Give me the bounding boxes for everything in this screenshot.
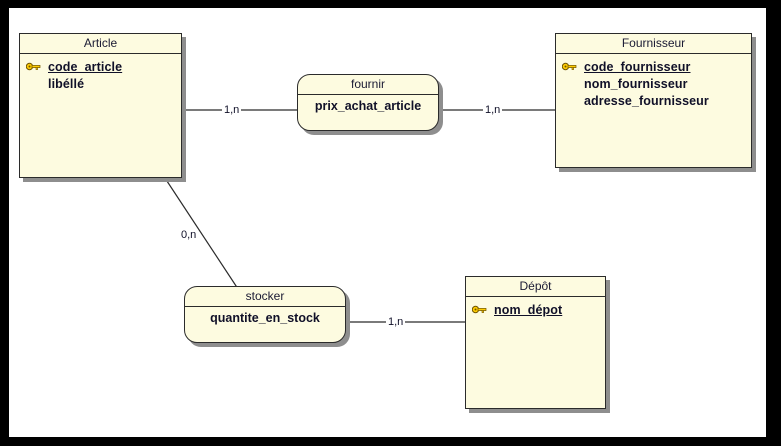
attribute-label: adresse_fournisseur bbox=[584, 93, 709, 108]
link-article-stocker bbox=[160, 171, 243, 296]
key-icon bbox=[472, 305, 494, 314]
entity-title-fournisseur: Fournisseur bbox=[556, 34, 751, 54]
entity-body-fournisseur: code_fournisseur nom_fournisseur adresse… bbox=[556, 54, 751, 109]
attribute-row[interactable]: nom_dépot bbox=[466, 301, 605, 318]
attribute-label: code_article bbox=[48, 59, 123, 74]
cardinality-fournir-fournisseur: 1,n bbox=[483, 104, 503, 116]
relation-title-stocker: stocker bbox=[185, 287, 345, 307]
entity-title-article: Article bbox=[20, 34, 181, 54]
relation-title-fournir: fournir bbox=[298, 75, 438, 95]
diagram-canvas[interactable]: Article code_article libéll bbox=[9, 8, 766, 437]
attribute-row[interactable]: nom_fournisseur bbox=[556, 75, 751, 92]
attribute-row[interactable]: adresse_fournisseur bbox=[556, 92, 751, 109]
attribute-label: nom_dépot bbox=[494, 302, 563, 317]
relation-attribute-stocker: quantite_en_stock bbox=[210, 311, 320, 325]
entity-body-article: code_article libéllé bbox=[20, 54, 181, 92]
relation-fournir[interactable]: fournir prix_achat_article bbox=[297, 74, 439, 131]
entity-title-depot: Dépôt bbox=[466, 277, 605, 297]
cardinality-stocker-depot: 1,n bbox=[386, 316, 406, 328]
entity-fournisseur[interactable]: Fournisseur code_fournisseur bbox=[555, 33, 752, 168]
relation-attribute-fournir: prix_achat_article bbox=[314, 99, 422, 113]
cardinality-article-fournir: 1,n bbox=[222, 104, 242, 116]
attribute-row[interactable]: libéllé bbox=[20, 75, 181, 92]
attribute-label: code_fournisseur bbox=[584, 59, 691, 74]
attribute-row[interactable]: code_article bbox=[20, 58, 181, 75]
relation-stocker[interactable]: stocker quantite_en_stock bbox=[184, 286, 346, 343]
key-icon bbox=[562, 62, 584, 71]
attribute-label: libéllé bbox=[48, 76, 85, 91]
entity-article[interactable]: Article code_article libéll bbox=[19, 33, 182, 178]
entity-body-depot: nom_dépot bbox=[466, 297, 605, 318]
entity-depot[interactable]: Dépôt nom_dépot bbox=[465, 276, 606, 409]
cardinality-article-stocker: 0,n bbox=[179, 229, 199, 241]
attribute-row[interactable]: code_fournisseur bbox=[556, 58, 751, 75]
attribute-label: nom_fournisseur bbox=[584, 76, 688, 91]
key-icon bbox=[26, 62, 48, 71]
